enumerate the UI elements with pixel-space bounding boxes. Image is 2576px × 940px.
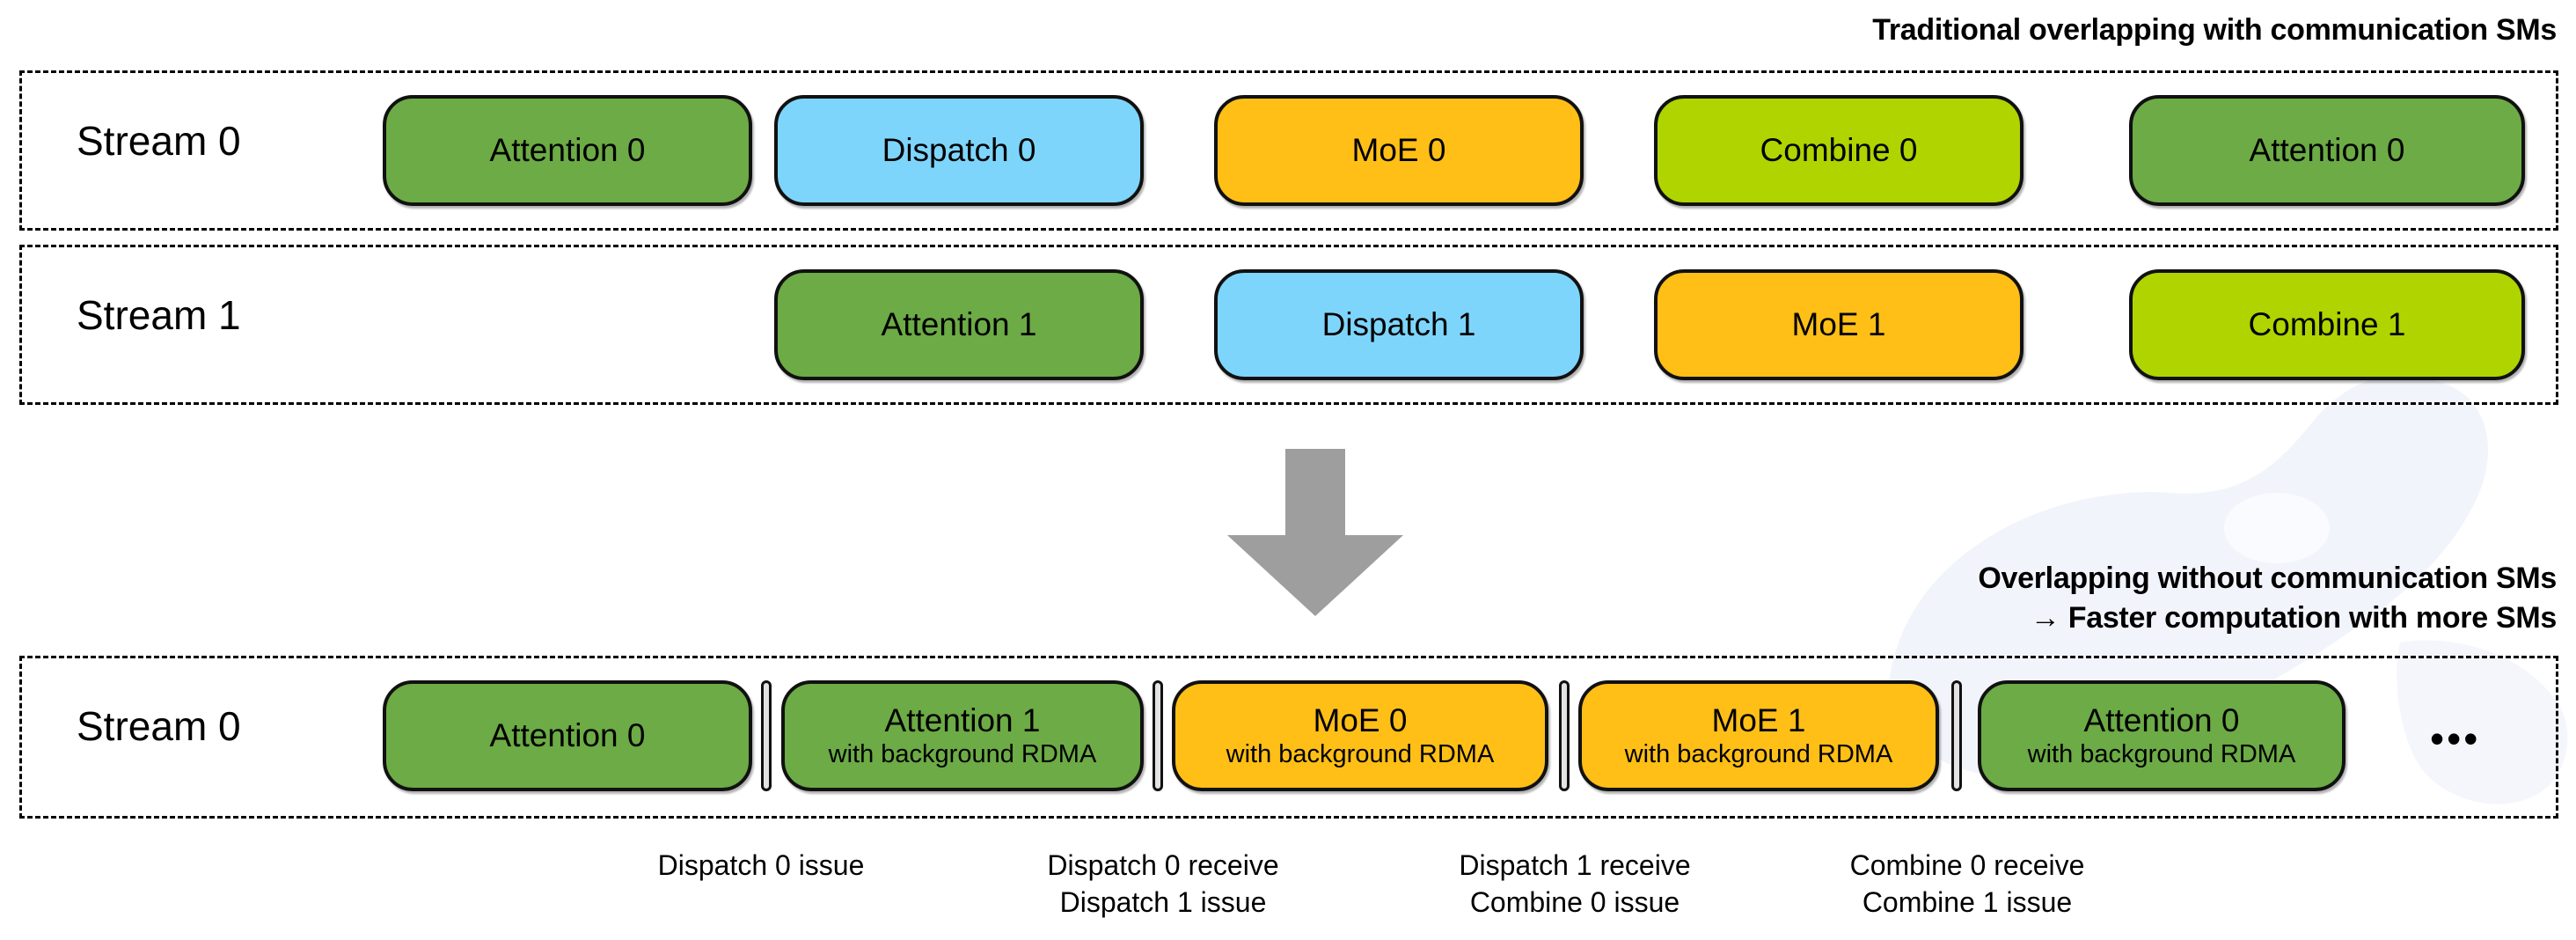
block-title: Combine 1 bbox=[2248, 306, 2406, 343]
block-dispatch-1-s1[interactable]: Dispatch 1 bbox=[1214, 269, 1584, 380]
block-subtitle: with background RDMA bbox=[1226, 739, 1495, 768]
block-title: Attention 1 bbox=[881, 306, 1037, 343]
block-subtitle: with background RDMA bbox=[2027, 739, 2296, 768]
stream-row-traditional-1: Stream 1 bbox=[19, 245, 2558, 405]
block-moe-0-s0[interactable]: MoE 0 bbox=[1214, 95, 1584, 206]
annotation-line1: Dispatch 0 receive bbox=[1047, 849, 1279, 881]
separator-bar-4 bbox=[1951, 680, 1962, 791]
annotation-dispatch-1-receive: Dispatch 1 receive Combine 0 issue bbox=[1459, 847, 1690, 921]
block-combine-1-s1[interactable]: Combine 1 bbox=[2129, 269, 2525, 380]
block-opt-moe-1[interactable]: MoE 1 with background RDMA bbox=[1578, 680, 1939, 791]
annotation-line1: Dispatch 0 issue bbox=[657, 849, 865, 881]
stream-label-0: Stream 0 bbox=[77, 118, 241, 164]
block-title: Attention 0 bbox=[489, 717, 646, 754]
annotation-line2: Combine 1 issue bbox=[1862, 886, 2073, 919]
heading-optimized: Overlapping without communication SMs → … bbox=[1978, 559, 2557, 638]
annotation-line1: Dispatch 1 receive bbox=[1459, 849, 1691, 881]
separator-bar-2 bbox=[1153, 680, 1163, 791]
annotation-dispatch-0-issue: Dispatch 0 issue bbox=[658, 847, 865, 884]
block-opt-moe-0[interactable]: MoE 0 with background RDMA bbox=[1172, 680, 1548, 791]
separator-bar-3 bbox=[1559, 680, 1570, 791]
stream-row-optimized-0: Stream 0 bbox=[19, 656, 2558, 819]
heading-optimized-line2: → Faster computation with more SMs bbox=[2030, 600, 2557, 635]
block-title: MoE 0 bbox=[1351, 132, 1446, 169]
block-attention-1-s1[interactable]: Attention 1 bbox=[774, 269, 1144, 380]
block-moe-1-s1[interactable]: MoE 1 bbox=[1654, 269, 2023, 380]
block-title: Attention 1 bbox=[884, 701, 1041, 738]
block-opt-attention-0b[interactable]: Attention 0 with background RDMA bbox=[1978, 680, 2345, 791]
block-opt-attention-1[interactable]: Attention 1 with background RDMA bbox=[781, 680, 1144, 791]
block-title: MoE 1 bbox=[1791, 306, 1886, 343]
block-opt-attention-0[interactable]: Attention 0 bbox=[383, 680, 752, 791]
block-title: MoE 0 bbox=[1313, 701, 1408, 738]
block-combine-0-s0[interactable]: Combine 0 bbox=[1654, 95, 2023, 206]
block-title: Attention 0 bbox=[489, 132, 646, 169]
annotation-combine-0-receive: Combine 0 receive Combine 1 issue bbox=[1850, 847, 2085, 921]
block-title: MoE 1 bbox=[1711, 701, 1806, 738]
block-attention-0-s0[interactable]: Attention 0 bbox=[383, 95, 752, 206]
block-title: Dispatch 1 bbox=[1321, 306, 1476, 343]
annotation-line2: Dispatch 1 issue bbox=[1059, 886, 1267, 919]
annotation-dispatch-0-receive: Dispatch 0 receive Dispatch 1 issue bbox=[1047, 847, 1278, 921]
heading-optimized-line1: Overlapping without communication SMs bbox=[1978, 562, 2557, 595]
block-title: Attention 0 bbox=[2249, 132, 2405, 169]
stream-label-optimized-0: Stream 0 bbox=[77, 703, 241, 749]
stream-label-1: Stream 1 bbox=[77, 292, 241, 338]
down-arrow-icon bbox=[1227, 449, 1403, 616]
heading-traditional-text: Traditional overlapping with communicati… bbox=[1872, 13, 2557, 47]
block-subtitle: with background RDMA bbox=[1624, 739, 1893, 768]
block-title: Dispatch 0 bbox=[882, 132, 1036, 169]
block-title: Combine 0 bbox=[1760, 132, 1918, 169]
annotation-line2: Combine 0 issue bbox=[1469, 886, 1680, 919]
trailing-ellipsis: ••• bbox=[2430, 716, 2481, 761]
block-attention-0b-s0[interactable]: Attention 0 bbox=[2129, 95, 2525, 206]
block-title: Attention 0 bbox=[2083, 701, 2240, 738]
block-dispatch-0-s0[interactable]: Dispatch 0 bbox=[774, 95, 1144, 206]
block-subtitle: with background RDMA bbox=[828, 739, 1097, 768]
heading-traditional: Traditional overlapping with communicati… bbox=[1872, 13, 2557, 48]
stream-row-traditional-0: Stream 0 bbox=[19, 70, 2558, 231]
annotation-line1: Combine 0 receive bbox=[1849, 849, 2085, 881]
separator-bar-1 bbox=[761, 680, 772, 791]
